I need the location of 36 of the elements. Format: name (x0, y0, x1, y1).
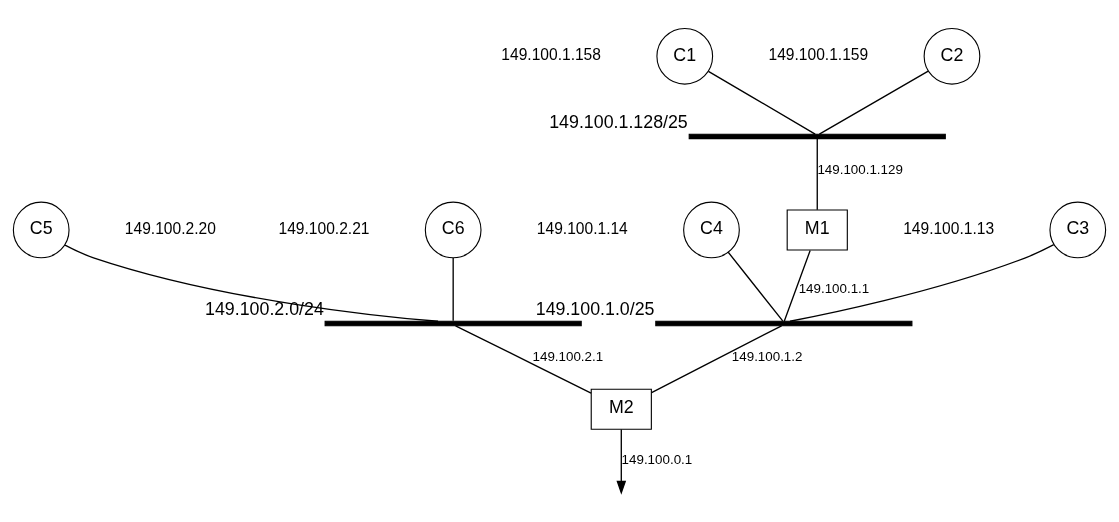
node-box: M1 (786, 209, 848, 251)
edge-label: 149.100.2.1 (532, 348, 604, 364)
node-bar (655, 320, 913, 327)
node-circle: C5 (12, 201, 70, 259)
node-circle: C2 (923, 27, 981, 85)
arrow (616, 428, 627, 495)
node-circle: C1 (656, 27, 714, 85)
connector (707, 70, 816, 135)
connector (452, 257, 454, 322)
connector (727, 251, 784, 322)
connector (818, 70, 929, 135)
node-bar (688, 133, 946, 140)
edge-label: 149.100.1.129 (817, 161, 903, 177)
connector (816, 138, 818, 211)
node-label: 149.100.2.0/24 (205, 299, 324, 320)
connector (64, 244, 439, 322)
node-label: 149.100.1.13 (903, 220, 995, 238)
edge-label: 149.100.0.1 (621, 452, 693, 468)
connector (789, 244, 1055, 322)
node-label: 149.100.2.21 (278, 220, 370, 238)
edge-label: 149.100.1.2 (731, 348, 803, 364)
node-label: 149.100.1.128/25 (549, 112, 688, 133)
connector (650, 325, 783, 394)
node-label: 149.100.1.0/25 (535, 299, 655, 320)
connector (454, 325, 592, 394)
node-box: M2 (590, 388, 652, 430)
node-label: 149.100.1.14 (536, 220, 628, 238)
node-circle: C3 (1049, 201, 1107, 259)
node-bar (324, 320, 582, 327)
node-label: 149.100.2.20 (124, 220, 216, 238)
node-circle: C4 (683, 201, 740, 259)
connector (783, 249, 811, 322)
node-circle: C6 (424, 201, 482, 259)
node-label: 149.100.1.159 (768, 46, 869, 64)
node-label: 149.100.1.158 (501, 46, 601, 64)
edge-label: 149.100.1.1 (798, 281, 870, 296)
